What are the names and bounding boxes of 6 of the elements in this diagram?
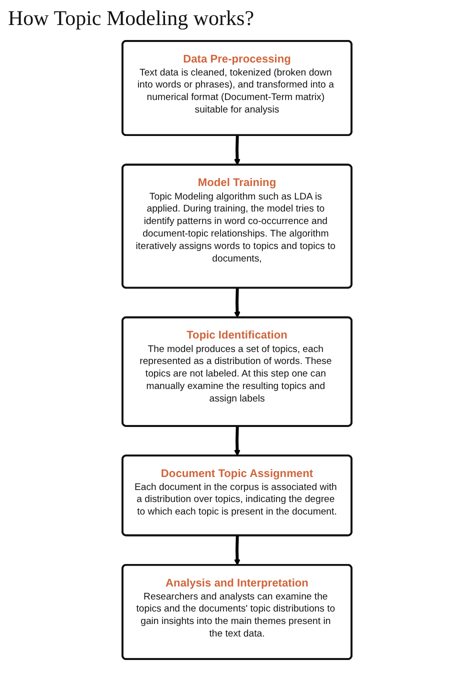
arrow	[234, 536, 240, 566]
diagram-title: How Topic Modeling works?	[8, 6, 256, 31]
arrow	[234, 426, 240, 456]
arrow	[234, 135, 240, 166]
arrow	[234, 288, 240, 318]
flowchart: Data Pre-processing Text data is cleaned, tokenized (broken down into words or phrases), and transformed into a numerical format (Document-Term matrix) suitable for analysis Model Training Topic Modeling algorithm such as LDA is applied. During training, the model tries to identify patterns in word co-occurrence and document-topic relationships. The algorithm iteratively assigns words to topics and topics to documents, Topic Identification The model produces a set of topics, each represented as a distribution of words. These topics are not labeled. At this step one can manually examine the resulting topics and assign labels Document Topic Assignment Each document in the corpus is associated with a distribution over topics, indicating the degree to which each topic is present in the document. Analysis and Interpretation Researchers and analysts can examine the topics and the documents' topic distributions to gain insights into the main themes present in the text data.	[0, 35, 474, 665]
